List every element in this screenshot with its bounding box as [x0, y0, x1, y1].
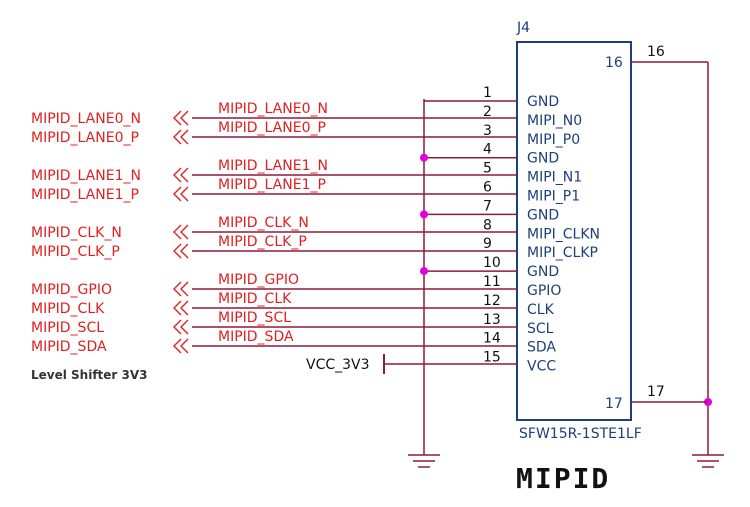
pin-name-1: GND: [527, 94, 559, 110]
net-label-12: MIPID_CLK: [218, 291, 292, 307]
pin-number-10: 10: [483, 255, 501, 271]
port-chevron-outer-9: [173, 243, 182, 259]
net-label-11: MIPID_GPIO: [218, 272, 299, 288]
pin-name-11: GPIO: [527, 283, 561, 299]
net-label-14: MIPID_SDA: [218, 329, 294, 345]
pin-name-14: SDA: [527, 340, 556, 356]
pin-number-1: 1: [483, 85, 492, 101]
pin-number-2: 2: [483, 104, 492, 120]
pin-number-3: 3: [483, 123, 492, 139]
mount-pin-16-inner: 16: [605, 55, 623, 71]
pin-number-4: 4: [483, 142, 492, 158]
pin-number-7: 7: [483, 198, 492, 214]
ground-symbol-right: [692, 454, 724, 468]
port-chevron-11: [180, 281, 189, 297]
mount-pin-17-inner: 17: [605, 396, 623, 412]
port-chevron-9: [180, 243, 189, 259]
port-chevron-outer-2: [173, 110, 182, 126]
port-chevron-outer-8: [173, 224, 182, 240]
pin-number-14: 14: [483, 331, 501, 347]
port-label-2: MIPID_LANE0_N: [31, 111, 141, 127]
pin-name-10: GND: [527, 264, 559, 280]
pin-name-5: MIPI_N1: [527, 170, 582, 186]
pin-number-6: 6: [483, 180, 492, 196]
ground-symbol-left: [408, 454, 440, 468]
pin-name-6: MIPI_P1: [527, 189, 580, 205]
pin-number-12: 12: [483, 293, 501, 309]
port-label-12: MIPID_CLK: [31, 301, 105, 317]
net-label-9: MIPID_CLK_P: [218, 234, 307, 250]
vcc-power-label: VCC_3V3: [306, 357, 370, 373]
level-shifter-note: Level Shifter 3V3: [31, 368, 148, 382]
net-label-6: MIPID_LANE1_P: [218, 177, 326, 193]
port-chevron-2: [180, 110, 189, 126]
net-label-3: MIPID_LANE0_P: [218, 120, 326, 136]
pin-number-15: 15: [483, 350, 501, 366]
port-chevron-outer-3: [173, 129, 182, 145]
port-chevron-outer-13: [173, 319, 182, 335]
port-chevron-outer-12: [173, 300, 182, 316]
port-chevron-outer-6: [173, 186, 182, 202]
pin-name-8: MIPI_CLKN: [527, 226, 600, 242]
pin-name-7: GND: [527, 207, 559, 223]
net-label-2: MIPID_LANE0_N: [218, 101, 328, 117]
pin-name-3: MIPI_P0: [527, 132, 580, 148]
pin-name-4: GND: [527, 151, 559, 167]
pin-name-13: SCL: [527, 321, 554, 337]
mount-pin-17-outer: 17: [647, 384, 665, 400]
connector-part-number: SFW15R-1STE1LF: [519, 426, 642, 442]
port-chevron-14: [180, 338, 189, 354]
mount-pin-16-outer: 16: [647, 44, 665, 60]
pin-name-15: VCC: [527, 359, 556, 375]
pin-name-12: CLK: [527, 302, 555, 318]
pin-number-8: 8: [483, 217, 492, 233]
pin-number-13: 13: [483, 312, 501, 328]
port-chevron-outer-14: [173, 338, 182, 354]
port-label-13: MIPID_SCL: [31, 320, 104, 336]
pin-layer: 1GND2MIPI_N0MIPID_LANE0_NMIPID_LANE0_N3M…: [31, 85, 600, 375]
port-label-3: MIPID_LANE0_P: [31, 130, 139, 146]
junction-dot-pin-10: [420, 267, 428, 276]
net-label-8: MIPID_CLK_N: [218, 215, 309, 231]
port-chevron-6: [180, 186, 189, 202]
port-label-11: MIPID_GPIO: [31, 282, 112, 298]
net-label-13: MIPID_SCL: [218, 310, 291, 326]
pin-number-5: 5: [483, 161, 492, 177]
connector-body: [516, 41, 632, 421]
port-label-8: MIPID_CLK_N: [31, 225, 122, 241]
pin-name-2: MIPI_N0: [527, 113, 582, 129]
sheet-title: MIPID: [516, 462, 610, 495]
port-chevron-outer-11: [173, 281, 182, 297]
port-chevron-outer-5: [173, 167, 182, 183]
pin-number-11: 11: [483, 274, 501, 290]
port-label-5: MIPID_LANE1_N: [31, 168, 141, 184]
port-chevron-13: [180, 319, 189, 335]
connector-designator: J4: [516, 20, 530, 36]
pin-number-9: 9: [483, 236, 492, 252]
port-chevron-8: [180, 224, 189, 240]
port-chevron-12: [180, 300, 189, 316]
junction-dot-pin-4: [420, 153, 428, 162]
pin-name-9: MIPI_CLKP: [527, 245, 598, 261]
port-label-6: MIPID_LANE1_P: [31, 187, 139, 203]
port-label-14: MIPID_SDA: [31, 339, 107, 355]
junction-dot-pin-7: [420, 210, 428, 219]
net-label-5: MIPID_LANE1_N: [218, 158, 328, 174]
port-chevron-5: [180, 167, 189, 183]
port-label-9: MIPID_CLK_P: [31, 244, 120, 260]
port-chevron-3: [180, 129, 189, 145]
